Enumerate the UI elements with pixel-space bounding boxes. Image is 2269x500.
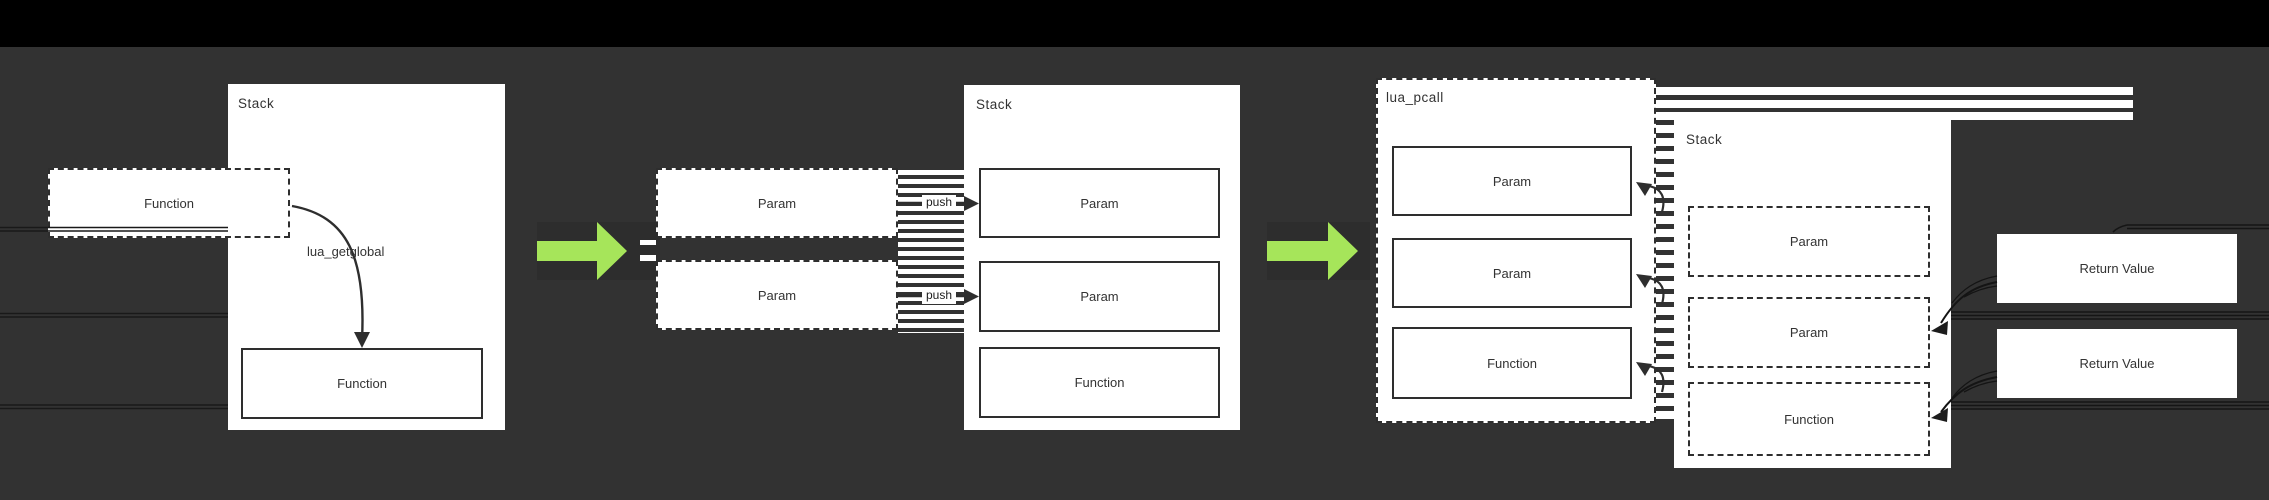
lua-getglobal-label: lua_getglobal	[307, 244, 385, 259]
stack-3-param-box-1: Param	[1688, 206, 1930, 277]
pcall-function-box-label: Function	[1487, 355, 1537, 371]
stack-1-function-box: Function	[241, 348, 483, 419]
flow-arrow-1-icon	[537, 241, 598, 261]
outside-param-box-2-label: Param	[757, 287, 797, 303]
stripe-artifact	[640, 255, 656, 261]
stack-2-function-box-label: Function	[1074, 375, 1125, 390]
pcall-stripes-column	[1656, 125, 1674, 421]
outside-param-box-2: Param	[656, 260, 898, 330]
stack-3-function-box-label: Function	[1784, 411, 1834, 427]
push-label-2: push	[922, 288, 957, 304]
flow-arrow-1-head-icon	[597, 222, 627, 280]
lua-pcall-label: lua_pcall	[1386, 90, 1444, 105]
global-function-box-label: Function	[144, 195, 194, 211]
top-black-bar	[0, 0, 2269, 47]
stack-panel-2-label: Stack	[976, 97, 1013, 112]
stack-1-function-box-label: Function	[337, 376, 387, 391]
stack-3-param-box-2: Param	[1688, 297, 1930, 368]
stack-3-function-box: Function	[1688, 382, 1930, 456]
stack-2-param-box-2: Param	[979, 261, 1220, 332]
stack-3-param-box-1-label: Param	[1789, 234, 1829, 249]
push-label-1: push	[922, 195, 957, 211]
stripe-artifact	[1656, 112, 2133, 120]
stripe-artifact	[640, 240, 656, 245]
stripe-artifact	[1656, 100, 2133, 108]
return-value-box-2: Return Value	[1997, 329, 2237, 398]
flow-arrow-2-icon	[1267, 241, 1329, 261]
outside-param-box-1: Param	[656, 168, 898, 238]
stack-2-function-box: Function	[979, 347, 1220, 418]
stack-2-param-box-1-label: Param	[1080, 195, 1119, 211]
faint-lines-left	[0, 226, 228, 410]
return-value-box-1-label: Return Value	[2079, 261, 2155, 276]
stack-panel-1-label: Stack	[238, 96, 275, 111]
stripe-artifact	[1656, 87, 2133, 95]
pcall-param-box-2: Param	[1392, 238, 1632, 308]
pcall-param-box-1: Param	[1392, 146, 1632, 216]
return-value-box-2-label: Return Value	[2079, 356, 2155, 371]
outside-param-box-1-label: Param	[757, 195, 797, 211]
pcall-param-box-2-label: Param	[1492, 265, 1532, 281]
stack-panel-3-label: Stack	[1686, 132, 1723, 147]
pcall-param-box-1-label: Param	[1492, 173, 1532, 189]
global-function-box: Function	[48, 168, 290, 238]
stack-2-param-box-2-label: Param	[1080, 289, 1119, 304]
stack-3-param-box-2-label: Param	[1789, 325, 1829, 340]
stack-2-param-box-1: Param	[979, 168, 1220, 238]
return-value-box-1: Return Value	[1997, 234, 2237, 303]
flow-arrow-2-head-icon	[1328, 222, 1358, 280]
pcall-function-box: Function	[1392, 327, 1632, 399]
